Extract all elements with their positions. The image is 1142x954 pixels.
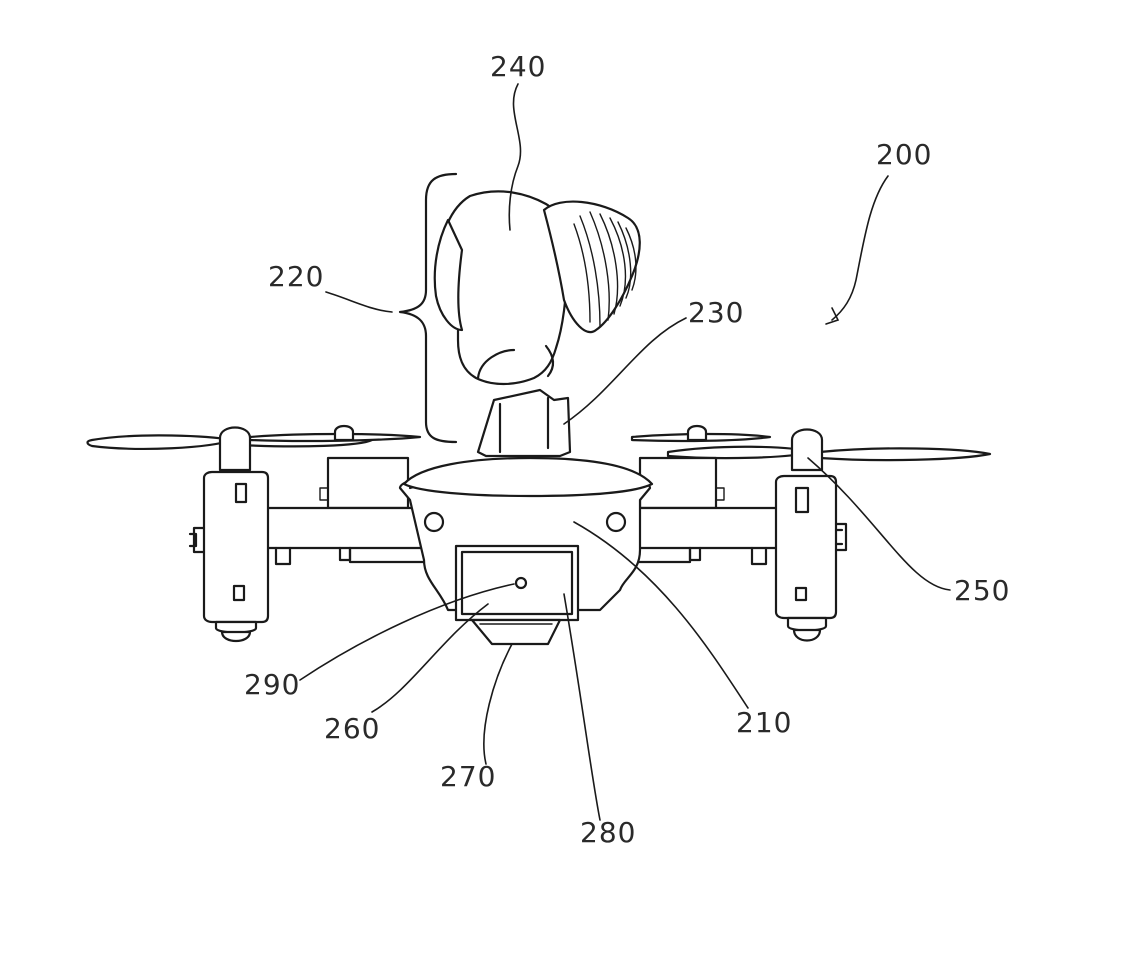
label-270: 270	[440, 760, 496, 793]
label-250: 250	[954, 574, 1010, 607]
label-240: 240	[490, 50, 546, 83]
label-210: 210	[736, 706, 792, 739]
motor-pod-left	[188, 426, 270, 643]
bracket-220	[398, 172, 458, 444]
label-290: 290	[244, 668, 300, 701]
label-200: 200	[876, 138, 932, 171]
figurine-240	[433, 190, 641, 386]
label-280: 280	[580, 816, 636, 849]
label-260: 260	[324, 712, 380, 745]
label-230: 230	[688, 296, 744, 329]
leader-lines	[299, 83, 951, 821]
motor-pod-right	[774, 428, 848, 642]
reference-labels: 240 200 220 230 250 290 210 260 270 280	[244, 50, 1010, 849]
rear-motors	[333, 424, 708, 442]
camera-module	[454, 544, 580, 646]
mount-230	[476, 388, 572, 458]
figurine-hatching	[573, 211, 637, 327]
label-220: 220	[268, 260, 324, 293]
